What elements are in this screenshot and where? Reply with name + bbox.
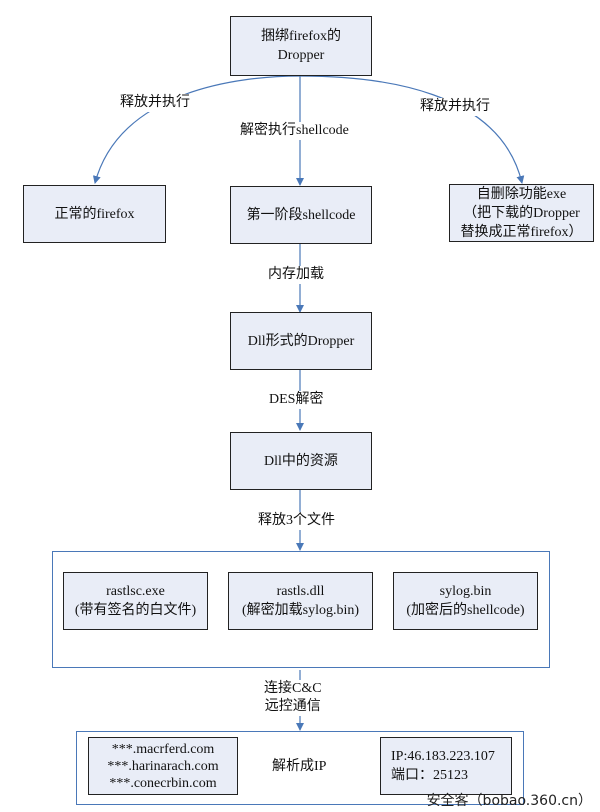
node-dropper-line2: Dropper [277,48,325,63]
node-rastls-line2: (解密加载sylog.bin) [241,603,360,618]
node-sylog-line1: sylog.bin [439,584,492,599]
arrow-to-self-delete [299,75,525,184]
node-rastlsc-line1: rastlsc.exe [106,584,165,599]
node-dll-dropper: Dll形式的Dropper [230,312,372,370]
node-dll-resource-text: Dll中的资源 [264,453,338,469]
node-rastls-line1: rastls.dll [276,584,325,599]
node-rastlsc-exe: rastlsc.exe (带有签名的白文件) [63,572,208,630]
node-normal-firefox: 正常的firefox [23,185,166,243]
node-self-delete-exe: 自删除功能exe （把下载的Dropper 替换成正常firefox） [449,184,594,242]
node-domain-2: ***.harinarach.com [107,758,219,774]
label-decrypt-exec: 解密执行shellcode [240,122,349,140]
node-dll-dropper-text: Dll形式的Dropper [247,333,355,349]
node-domain-3: ***.conecrbin.com [109,775,217,791]
node-self-delete-line2: （把下载的Dropper [463,205,580,221]
node-ip-line1: IP:46.183.223.107 [391,749,495,764]
node-stage1-text: 第一阶段shellcode [246,207,356,223]
node-stage1-shellcode: 第一阶段shellcode [230,186,372,244]
node-rastlsc-line2: (带有签名的白文件) [74,603,197,618]
node-dropper-line1: 捆绑firefox的 [260,29,342,44]
node-sylog-bin: sylog.bin (加密后的shellcode) [393,572,538,630]
node-rastls-dll: rastls.dll (解密加载sylog.bin) [228,572,373,630]
label-des-decrypt: DES解密 [269,391,324,409]
node-normal-firefox-text: 正常的firefox [54,206,135,222]
label-release-exec-left: 释放并执行 [120,94,190,112]
node-ip-line2: 端口：25123 [391,768,468,783]
watermark: 安全客（bobao.360.cn） [426,793,592,809]
node-self-delete-line1: 自删除功能exe [476,186,567,202]
node-ip-port: IP:46.183.223.107 端口：25123 [380,737,512,795]
node-dropper: 捆绑firefox的 Dropper [230,16,372,76]
label-mem-load: 内存加载 [268,266,324,284]
node-self-delete-line3: 替换成正常firefox） [460,224,583,240]
node-dll-resource: Dll中的资源 [230,432,372,490]
label-connect-cc: 连接C&C 远控通信 [264,680,322,716]
label-release-exec-right: 释放并执行 [420,98,490,116]
node-cc-domains: ***.macrferd.com ***.harinarach.com ***.… [88,737,238,795]
label-release-3-files: 释放3个文件 [258,512,335,530]
label-connect-cc-line1: 连接C&C [264,681,322,696]
label-connect-cc-line2: 远控通信 [264,699,321,714]
node-sylog-line2: (加密后的shellcode) [406,603,525,618]
label-resolve-ip: 解析成IP [272,758,327,776]
node-domain-1: ***.macrferd.com [111,741,215,757]
